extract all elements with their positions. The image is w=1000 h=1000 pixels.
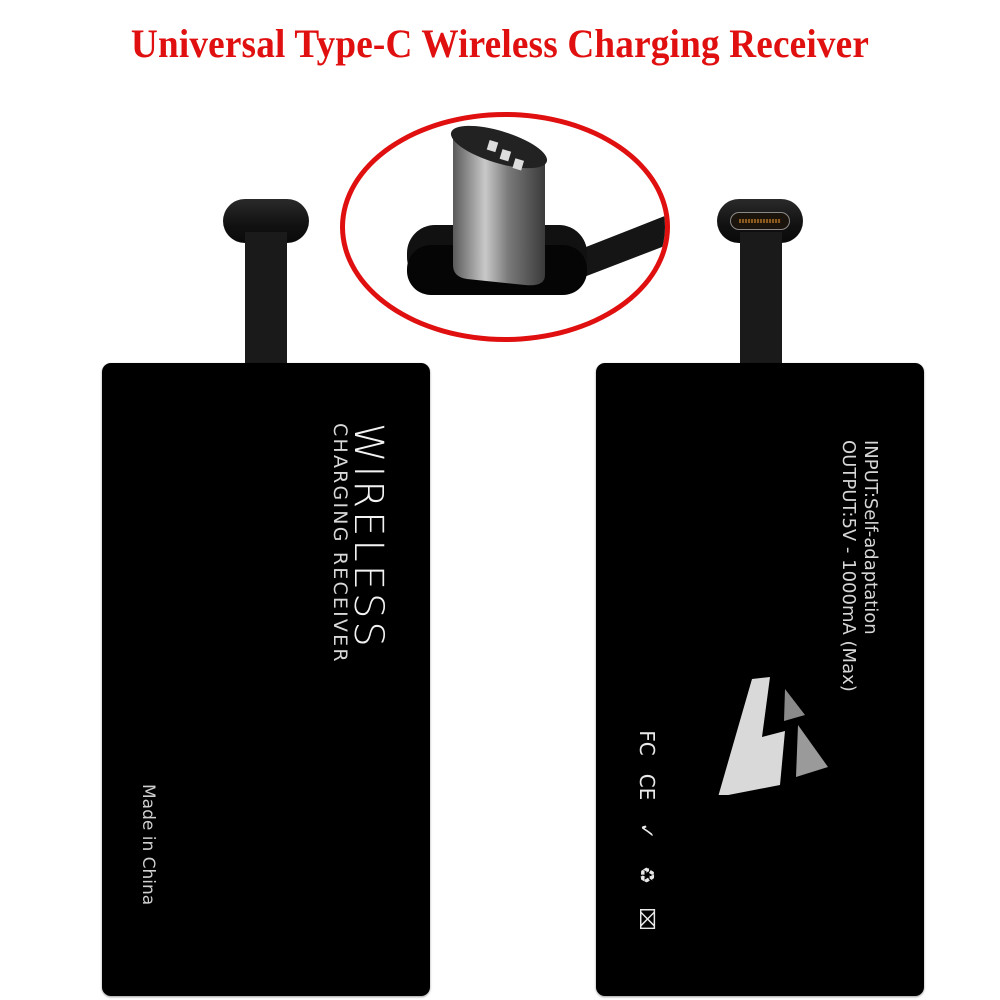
weee-bin-icon: ⌧: [635, 907, 659, 931]
usb-c-plug-icon: [407, 125, 665, 295]
receiver-card-front: [102, 363, 430, 996]
type-c-plug-callout: [340, 112, 670, 342]
page-title: Universal Type-C Wireless Charging Recei…: [130, 21, 870, 66]
charging-receiver-label: CHARGING RECEIVER: [329, 423, 351, 664]
fc-mark-icon: FC: [635, 730, 659, 756]
output-spec-label: OUTPUT:5V - 1000mA (Max): [838, 440, 859, 692]
made-in-china-label: Made in China: [138, 784, 158, 906]
right-connector-head: [717, 199, 803, 243]
rcm-mark-icon: ✓: [635, 822, 659, 840]
certification-marks: FC CE ✓ ♻ ⌧: [632, 728, 662, 948]
left-ribbon-cable: [245, 232, 287, 368]
input-spec-label: INPUT:Self-adaptation: [860, 440, 881, 635]
right-ribbon-cable: [740, 232, 782, 368]
type-c-port-icon: [730, 212, 790, 230]
ce-mark-icon: CE: [635, 773, 659, 801]
recycle-icon: ♻: [635, 866, 659, 884]
wireless-label: WIRELESS: [345, 423, 391, 650]
lightning-bolt-logo-icon: [718, 677, 828, 795]
